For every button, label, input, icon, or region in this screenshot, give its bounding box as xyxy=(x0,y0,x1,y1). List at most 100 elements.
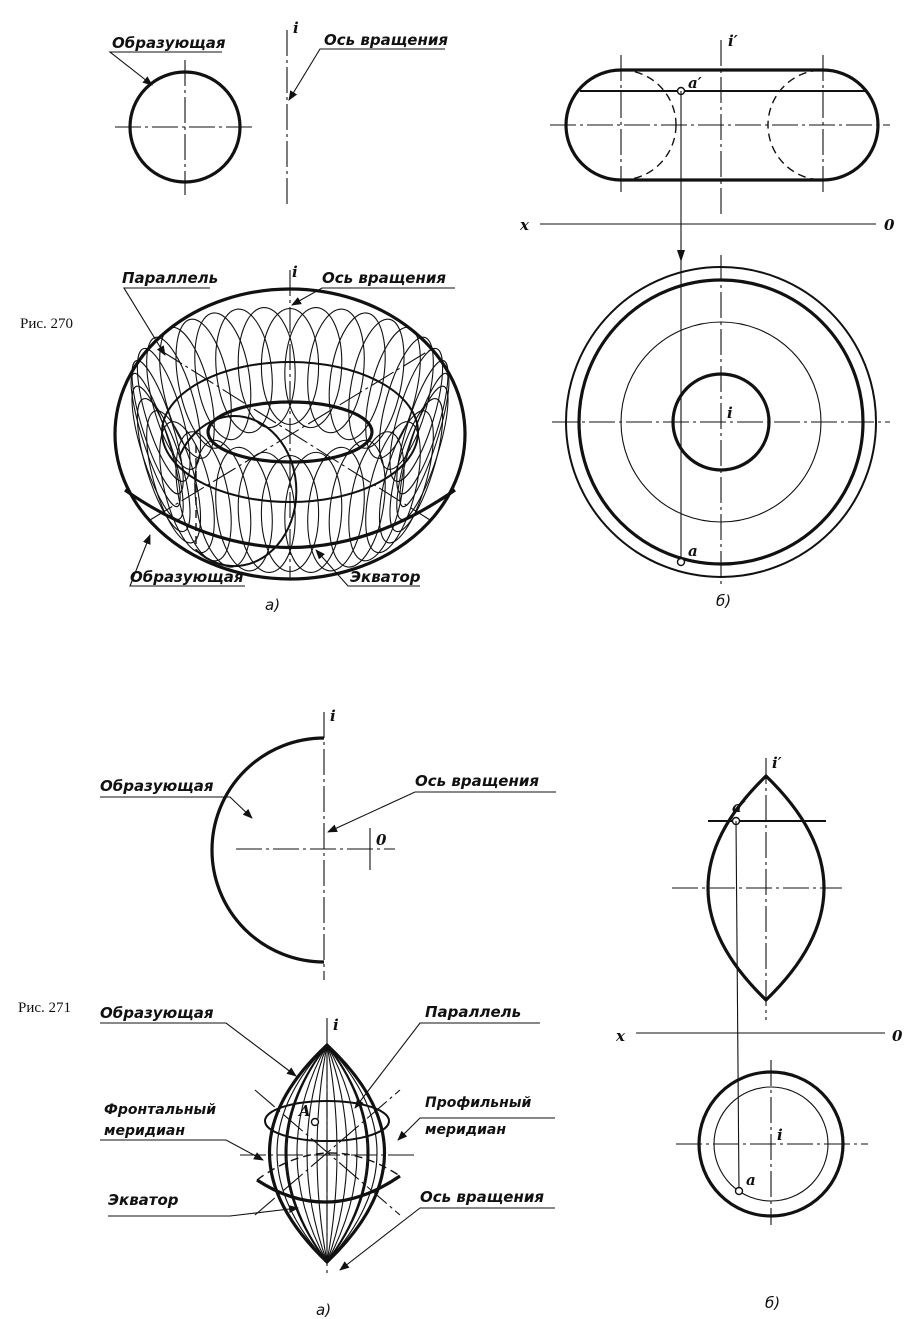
leader-parallel-lemon xyxy=(354,1022,540,1109)
leader-axis-mid xyxy=(291,287,455,306)
label-i-mid: i xyxy=(292,263,298,281)
label-x: x xyxy=(519,216,530,234)
fig270-a-generatrix-sketch: Образующая Ось вращения i xyxy=(108,19,448,205)
torus-meridian xyxy=(194,312,252,441)
fig270-a-torus: Параллель Ось вращения i Образующая Эква… xyxy=(113,263,467,614)
leader-generatrix-bottom xyxy=(129,534,245,587)
label-a-front: a′ xyxy=(688,74,702,92)
projection-line-271 xyxy=(735,820,740,1192)
leader-parallel xyxy=(123,287,210,356)
label-i-plan-271: i xyxy=(777,1126,783,1144)
label-equator-lemon: Экватор xyxy=(108,1191,179,1209)
torus-meridian xyxy=(389,398,444,533)
lemon-meridian xyxy=(276,1044,328,1263)
lemon-diag-2 xyxy=(254,1089,401,1216)
lemon-meridian xyxy=(326,1044,358,1263)
lemon-meridian xyxy=(326,1044,348,1263)
label-a-plan-271: a xyxy=(746,1171,756,1189)
torus-meridian xyxy=(307,446,365,572)
caption-270b: б) xyxy=(716,592,731,610)
label-x-271: x xyxy=(615,1027,626,1045)
label-axis-mid: Ось вращения xyxy=(322,269,446,287)
fig271-a-lemon: A i Образующая Параллель Фронтальный мер… xyxy=(100,1003,555,1319)
leader-profile-meridian xyxy=(397,1117,555,1141)
torus-meridian xyxy=(389,347,444,482)
caption-271b: б) xyxy=(765,1294,780,1312)
torus-meridian xyxy=(237,307,296,429)
fig271-b-projections: a′ i′ x 0 a i б) xyxy=(615,754,903,1312)
torus-meridian xyxy=(215,308,273,434)
torus-meridian xyxy=(365,421,421,554)
torus-meridian xyxy=(365,326,421,459)
semicircle-generatrix xyxy=(210,736,325,964)
label-parallel: Параллель xyxy=(122,269,218,287)
label-i-front-271: i′ xyxy=(772,754,782,772)
torus-diag-2 xyxy=(159,349,431,521)
label-i-plan: i xyxy=(727,404,733,422)
label-i-271-mid: i xyxy=(333,1016,339,1034)
leader-generatrix-top xyxy=(108,51,222,86)
torus-meridian xyxy=(146,410,202,544)
label-o-271b: 0 xyxy=(892,1027,903,1045)
fig270-b-projections: a′ i′ x 0 a i б) xyxy=(519,32,895,610)
profile-meridian xyxy=(326,1044,370,1263)
torus-meridian xyxy=(378,336,434,470)
label-generatrix-top: Образующая xyxy=(112,34,226,52)
torus-meridian xyxy=(284,307,343,429)
leader-generatrix-lemon xyxy=(100,1022,297,1077)
torus-meridian xyxy=(307,308,365,434)
lemon-meridian xyxy=(306,1044,328,1263)
lemon-equator-hidden xyxy=(256,1152,401,1181)
fig271-a-generatrix-sketch: 0 Образующая Ось вращения i xyxy=(100,707,556,980)
label-a-plan: a xyxy=(688,542,698,560)
leader-frontal-meridian xyxy=(100,1139,264,1161)
label-i-271-top: i xyxy=(330,707,336,725)
figure-number-271: Рис. 271 xyxy=(18,1000,71,1016)
torus-meridian xyxy=(348,318,405,449)
label-generatrix-lemon: Образующая xyxy=(100,1004,214,1022)
torus-meridian xyxy=(130,372,181,508)
leader-axis-top xyxy=(288,48,445,101)
label-point-A: A xyxy=(297,1102,311,1120)
leader-axis-lemon xyxy=(339,1207,555,1271)
projection-arrow xyxy=(677,250,685,262)
lemon-meridian xyxy=(326,1044,378,1263)
torus-meridian xyxy=(396,359,449,495)
label-generatrix-271: Образующая xyxy=(100,777,214,795)
label-o-271: 0 xyxy=(376,831,387,849)
torus-meridians xyxy=(130,307,450,573)
torus-meridian xyxy=(136,398,191,533)
label-generatrix-bottom: Образующая xyxy=(130,568,244,586)
leader-equator-lemon xyxy=(108,1205,299,1217)
torus-generatrix-section xyxy=(179,415,298,568)
label-frontal-1: Фронтальный xyxy=(104,1102,216,1118)
caption-271a: а) xyxy=(316,1301,331,1319)
label-i-top: i xyxy=(293,19,299,37)
torus-meridian xyxy=(328,312,386,441)
torus-meridian xyxy=(146,336,202,470)
label-parallel-lemon: Параллель xyxy=(425,1003,521,1021)
label-i-front: i′ xyxy=(728,32,738,50)
torus-meridian xyxy=(284,451,343,573)
torus-meridian xyxy=(215,446,273,572)
torus-meridian xyxy=(175,431,232,562)
label-axis-top: Ось вращения xyxy=(324,31,448,49)
point-A xyxy=(310,1117,320,1127)
torus-meridian xyxy=(378,410,434,544)
lemon-equator xyxy=(256,1174,401,1204)
leader-axis-271 xyxy=(327,791,556,833)
point-a-plan-271 xyxy=(734,1186,744,1196)
label-profile-1: Профильный xyxy=(425,1095,531,1111)
leader-generatrix-271 xyxy=(100,796,253,819)
torus-meridian xyxy=(399,372,450,508)
torus-meridian xyxy=(131,359,184,495)
label-o: 0 xyxy=(884,216,895,234)
figure-number-270: Рис. 270 xyxy=(20,316,73,332)
label-a-front-271: a′ xyxy=(732,798,746,816)
lemon-meridian xyxy=(326,1044,338,1263)
torus-meridian xyxy=(175,318,232,449)
torus-meridian xyxy=(159,326,215,459)
lemon-meridian xyxy=(316,1044,328,1263)
torus-meridian xyxy=(136,347,191,482)
